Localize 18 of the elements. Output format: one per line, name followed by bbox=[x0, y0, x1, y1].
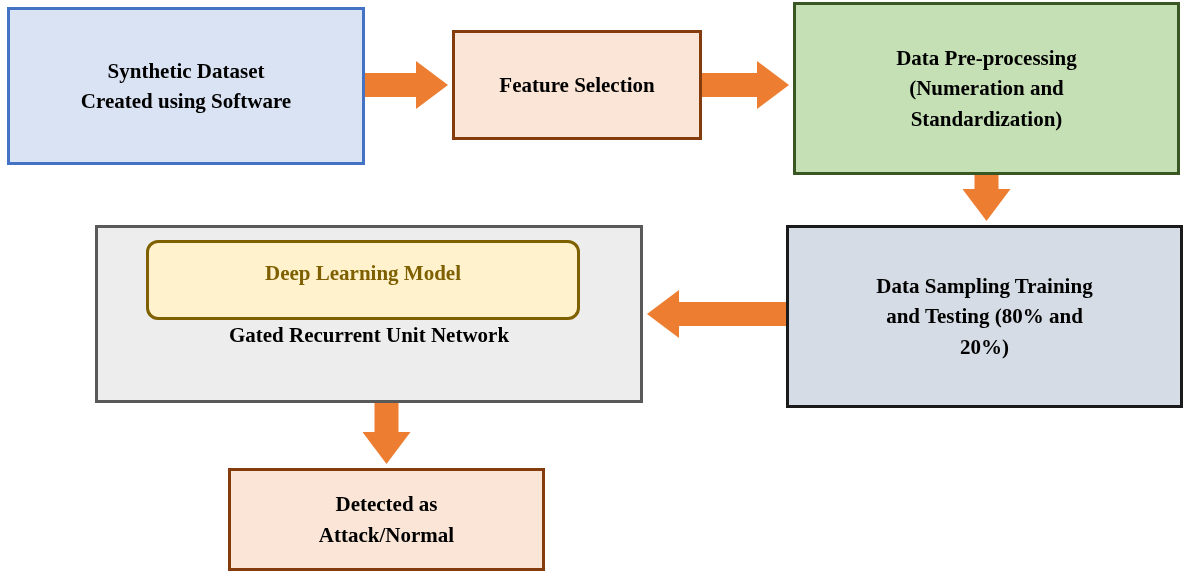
box-text: Feature Selection bbox=[499, 71, 655, 99]
box-text: Gated Recurrent Unit Network bbox=[228, 322, 510, 349]
process-box bbox=[786, 225, 1183, 408]
box-text: Data Pre-processing (Numeration and Standardization) bbox=[895, 44, 1078, 133]
block-arrow bbox=[702, 61, 789, 109]
process-box bbox=[793, 2, 1180, 175]
box-text: Data Sampling Training and Testing (80% and 20%) bbox=[875, 272, 1094, 361]
block-arrow bbox=[962, 175, 1011, 221]
box-text: Detected as Attack/Normal bbox=[317, 491, 456, 549]
process-box bbox=[452, 30, 702, 140]
process-box bbox=[95, 225, 643, 403]
box-text: Deep Learning Model bbox=[265, 259, 461, 287]
box-text: Synthetic Dataset Created using Software bbox=[80, 57, 292, 115]
block-arrow bbox=[365, 61, 448, 109]
process-box bbox=[7, 7, 365, 165]
label-box bbox=[146, 240, 580, 320]
block-arrow bbox=[647, 290, 786, 338]
process-box bbox=[228, 468, 545, 571]
